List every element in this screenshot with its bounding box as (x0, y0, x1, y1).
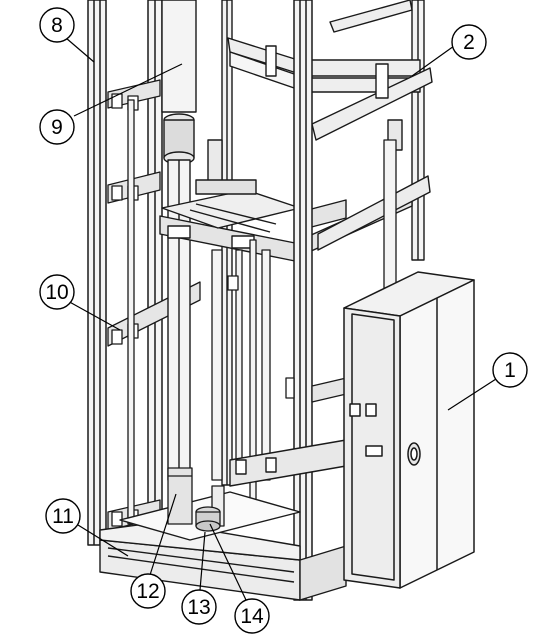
callout-10: 10 (39, 274, 75, 310)
leader-lines (65, 37, 497, 601)
callout-12-label: 12 (136, 580, 159, 603)
callout-2-label: 2 (463, 31, 475, 54)
callout-2: 2 (451, 24, 487, 60)
callout-10-label: 10 (45, 281, 68, 304)
callout-9: 9 (39, 109, 75, 145)
leader-1 (447, 378, 497, 411)
pit-components (167, 467, 225, 532)
callout-13-label: 13 (187, 596, 210, 619)
callout-11: 11 (45, 498, 81, 534)
callout-1-label: 1 (504, 359, 516, 382)
callout-11-label: 11 (52, 505, 74, 528)
callout-8: 8 (39, 7, 75, 43)
callout-1: 1 (492, 352, 528, 388)
callout-9-label: 9 (51, 116, 63, 139)
leader-10 (65, 299, 121, 331)
callout-8-label: 8 (51, 14, 63, 37)
leader-8 (65, 37, 95, 63)
leader-12 (149, 493, 177, 576)
callouts: 1 2 8 9 10 11 12 13 (39, 7, 528, 634)
control-cabinet (343, 271, 475, 589)
leader-2 (411, 45, 455, 77)
callout-12: 12 (130, 573, 166, 609)
right-front-post (293, 0, 313, 601)
top-frame-rails (227, 0, 433, 141)
leader-11 (77, 524, 129, 557)
hydraulic-cylinder (161, 0, 223, 481)
leader-13 (199, 531, 206, 591)
line-drawing (87, 0, 475, 601)
leader-9 (73, 63, 183, 117)
callout-14: 14 (234, 598, 270, 634)
callout-13: 13 (181, 589, 217, 625)
left-guide-brackets (107, 79, 201, 531)
callout-14-label: 14 (240, 605, 264, 628)
leader-14 (209, 523, 247, 601)
